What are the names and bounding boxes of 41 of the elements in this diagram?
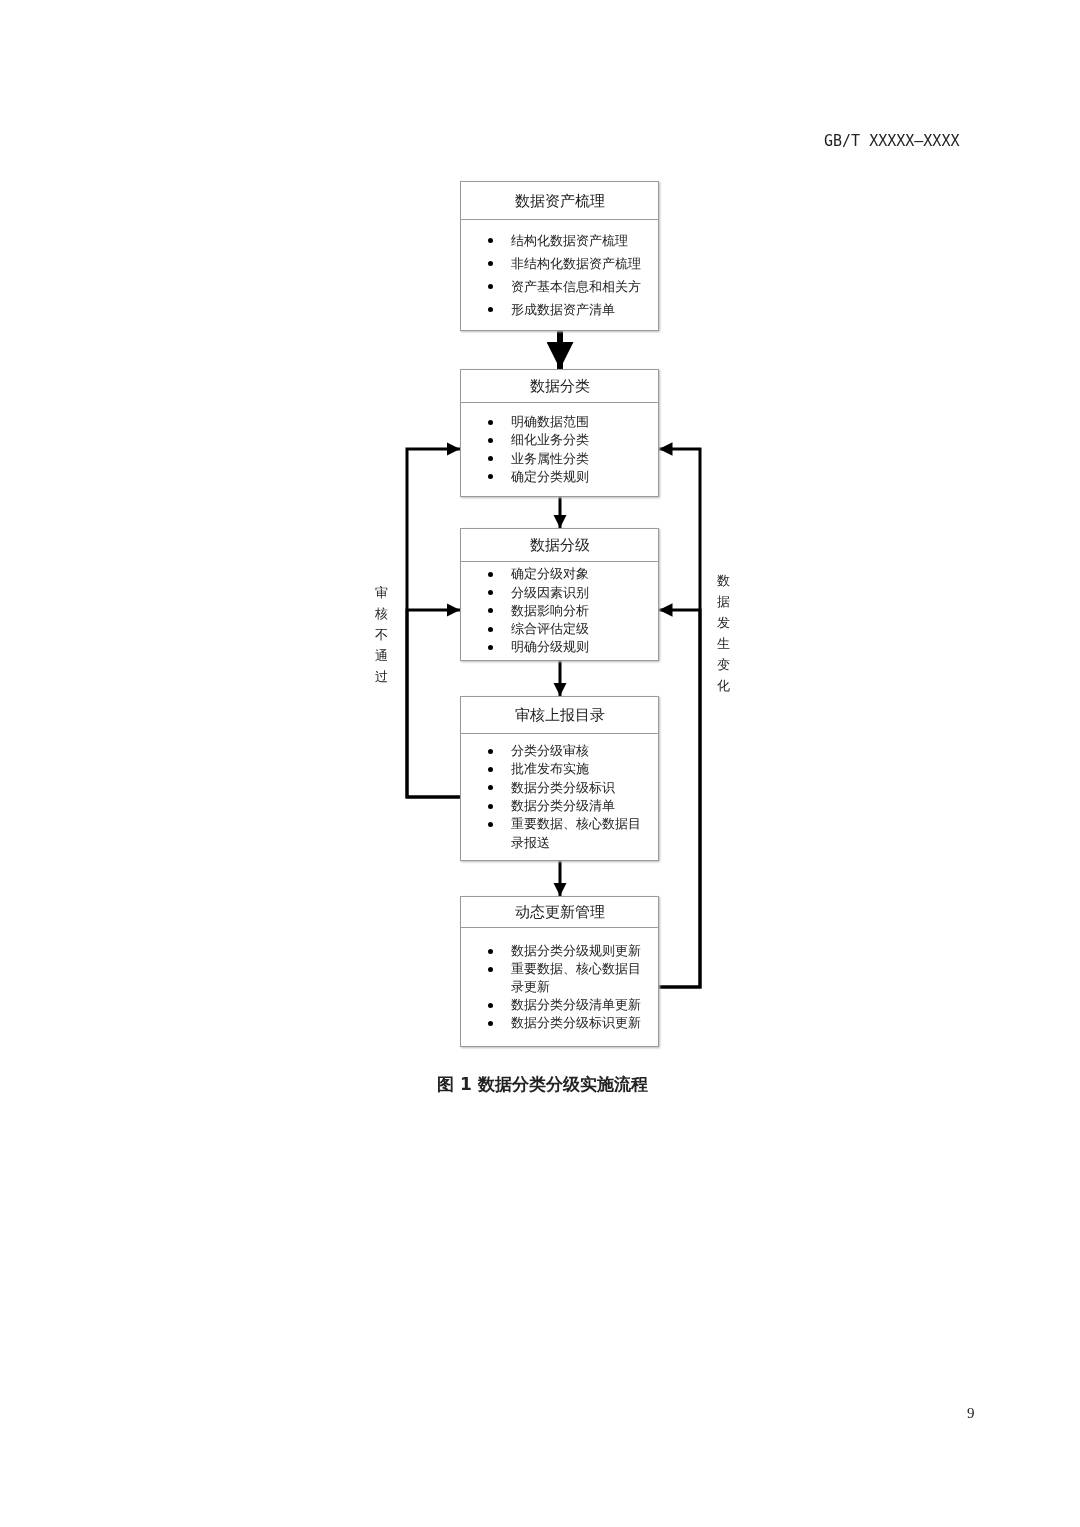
caption: 图 1 数据分类分级实施流程 xyxy=(437,1073,648,1096)
bullet-item: 资产基本信息和相关方 xyxy=(511,279,641,294)
page-number: 9 xyxy=(967,1405,975,1422)
box-heading: 数据分级 xyxy=(461,529,658,562)
bullet-item: 分类分级审核 xyxy=(511,743,589,759)
arrow xyxy=(405,603,460,799)
bullet-item: 形成数据资产清单 xyxy=(511,302,615,317)
bullet-item: 重要数据、核心数据目录报送 xyxy=(511,816,641,850)
bullet-item: 数据分类分级规则更新 xyxy=(511,943,641,958)
page-header: GB/T XXXXX—XXXX xyxy=(824,132,960,150)
bullet-item: 明确分级规则 xyxy=(511,639,589,655)
bullet-item: 综合评估定级 xyxy=(511,621,589,637)
arrow xyxy=(546,331,574,369)
bullet-item: 数据分类分级清单更新 xyxy=(511,997,641,1012)
bullet-item: 重要数据、核心数据目录更新 xyxy=(511,961,641,994)
process-box xyxy=(460,369,659,497)
bullet-item: 明确数据范围 xyxy=(511,413,589,429)
bullet-item: 批准发布实施 xyxy=(511,761,589,777)
arrow xyxy=(659,603,702,989)
arrow xyxy=(553,661,567,696)
arrow xyxy=(553,497,567,528)
bullet-item: 数据分类分级清单 xyxy=(511,798,615,813)
bullet-item: 业务属性分类 xyxy=(511,450,589,466)
bullet-item: 数据分类分级标识 xyxy=(511,779,615,795)
process-box xyxy=(460,181,659,331)
bullet-item: 确定分类规则 xyxy=(511,468,589,484)
box-heading: 数据资产梳理 xyxy=(461,182,658,220)
process-box xyxy=(460,896,659,1047)
bullet-item: 分级因素识别 xyxy=(511,584,589,600)
bullet-item: 数据分类分级标识更新 xyxy=(511,1015,641,1030)
box-heading: 审核上报目录 xyxy=(461,697,658,734)
bullet-item: 细化业务分类 xyxy=(511,432,589,448)
bullet-item: 非结构化数据资产梳理 xyxy=(511,256,641,271)
box-heading: 动态更新管理 xyxy=(461,897,658,928)
box-heading: 数据分类 xyxy=(461,370,658,403)
bullet-item: 结构化数据资产梳理 xyxy=(511,233,628,248)
bullet-item: 数据影响分析 xyxy=(511,602,589,618)
bullet-item: 确定分级对象 xyxy=(511,566,589,582)
process-box xyxy=(460,528,659,661)
arrow xyxy=(553,861,567,896)
process-box xyxy=(460,696,659,861)
